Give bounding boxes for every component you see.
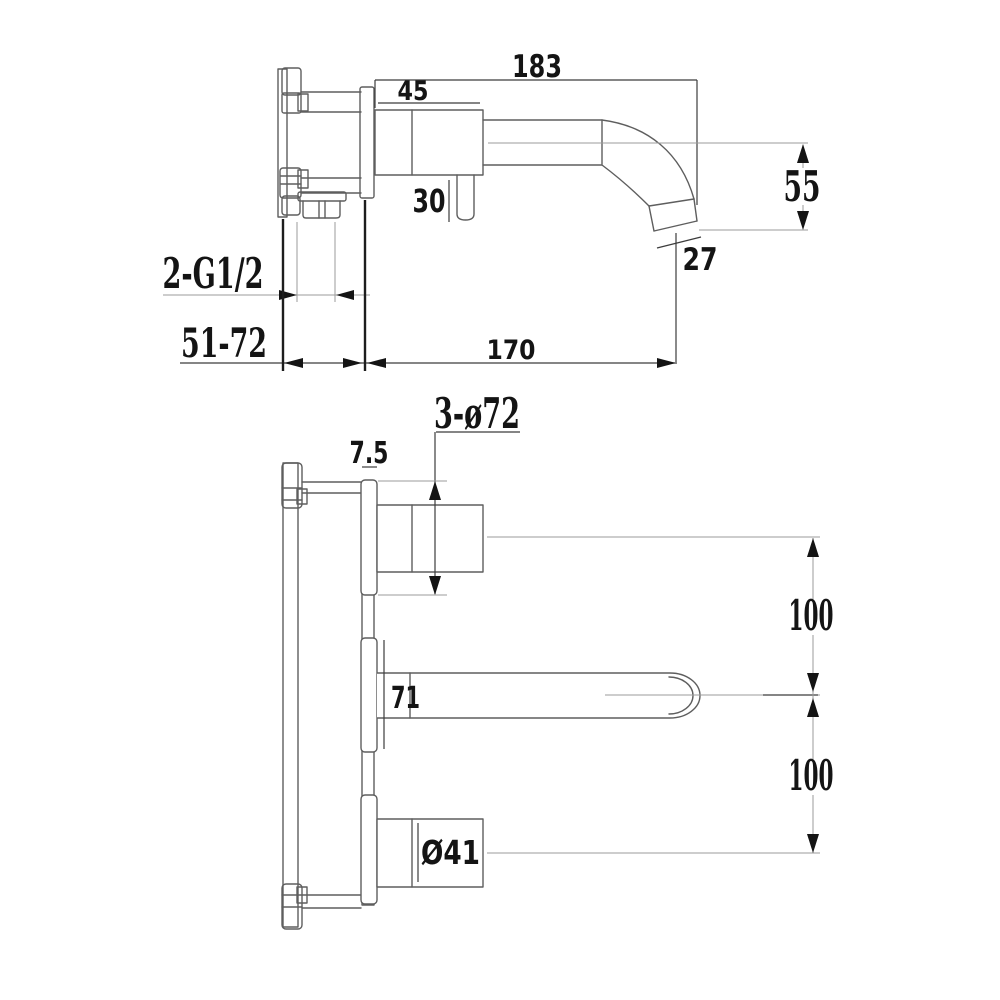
dim-label-30: 30 [413, 182, 446, 220]
dim-label-55: 55 [784, 162, 821, 211]
inlet-valve-assembly [297, 191, 347, 219]
body-connectors [300, 91, 362, 194]
wall-plate [277, 67, 309, 218]
dim-label-27: 27 [683, 242, 718, 278]
dim-label-170: 170 [487, 335, 536, 366]
handle-bottom [376, 818, 484, 888]
wall-plate-front [281, 462, 362, 930]
handle-top [376, 504, 484, 573]
dim-label-71: 71 [391, 681, 420, 716]
dim-label-o41: Ø41 [421, 833, 480, 872]
escutcheon-flanges [360, 479, 378, 905]
dim-label-100-upper: 100 [789, 591, 834, 640]
dim-label-100-lower: 100 [789, 751, 834, 800]
spout-side [482, 119, 698, 232]
front-view: 3-ø72 7.5 71 Ø41 100 100 [281, 389, 835, 930]
escutcheon-edge [359, 86, 375, 199]
dim-label-inlet-threads: 2-G1/2 [163, 249, 264, 298]
dim-label-183: 183 [512, 49, 562, 85]
side-view: 183 45 30 55 27 2-G1/2 51-72 170 [163, 49, 821, 371]
mixer-body [374, 109, 484, 176]
side-view-dimension-lines [163, 79, 809, 371]
dim-label-escutcheon-dia: 3-ø72 [434, 389, 520, 438]
valve-stem [456, 174, 475, 221]
dim-label-7-5: 7.5 [350, 436, 389, 471]
dim-label-wall-depth: 51-72 [181, 320, 267, 367]
dim-label-45: 45 [398, 76, 429, 107]
front-view-dimension-lines [362, 431, 820, 882]
